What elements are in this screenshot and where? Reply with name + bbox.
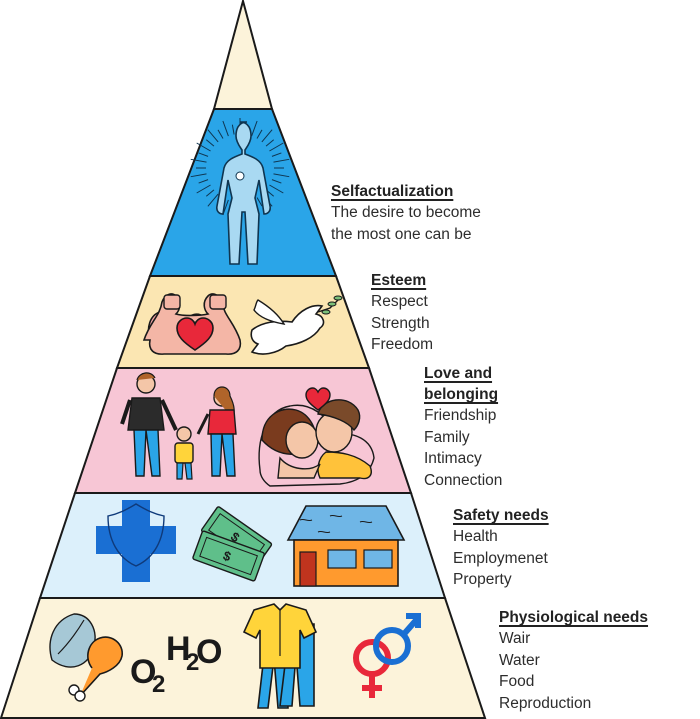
level-title: Physiological needs — [499, 609, 649, 626]
formula-o: O — [130, 653, 156, 691]
level-item: Property — [453, 571, 512, 588]
level-item: Strength — [371, 314, 430, 332]
ray-line — [205, 189, 215, 197]
level-item: The desire to become — [331, 204, 481, 221]
money-stack-icon: $ $ — [192, 506, 273, 582]
ray-line — [269, 184, 284, 194]
clothes-icon — [242, 603, 318, 709]
level-item: Friendship — [424, 407, 497, 424]
pyramid-apex — [212, 0, 274, 110]
food-icon — [49, 613, 123, 702]
ray-line — [222, 120, 229, 137]
ray-line — [271, 152, 282, 157]
level-title: Esteem — [371, 272, 427, 289]
level-item: Reproduction — [499, 694, 592, 712]
embracing-couple-icon — [258, 387, 375, 487]
level-item: Freedom — [371, 336, 434, 353]
level-title: Selfactualization — [331, 183, 454, 200]
label-safety: Safety needs Health Employmenet Property — [453, 505, 549, 591]
level-title: Safety needs — [453, 507, 549, 524]
ray-line — [273, 158, 290, 163]
ray-line — [251, 120, 258, 137]
ray-line — [196, 142, 211, 152]
level-item: Food — [499, 673, 535, 690]
level-item: the most one can be — [331, 225, 472, 243]
ray-line — [196, 184, 211, 194]
ray-line — [217, 129, 224, 139]
level-title: Love and belonging — [424, 365, 499, 403]
ray-line — [198, 152, 209, 157]
ray-line — [271, 179, 282, 184]
gender-symbols-icon — [353, 613, 421, 698]
formula-o-subscript: 2 — [152, 671, 165, 698]
ray-line — [190, 158, 207, 163]
level-item: Family — [424, 428, 470, 446]
level-item: Intimacy — [424, 450, 482, 467]
ray-line — [261, 129, 273, 143]
level-item: Health — [453, 528, 498, 545]
label-love-belonging: Love and belonging Friendship Family Int… — [424, 363, 509, 491]
level-item: Respect — [371, 293, 428, 310]
ray-line — [198, 179, 209, 184]
ray-line — [207, 129, 219, 143]
medical-cross-icon — [96, 500, 176, 582]
ray-line — [265, 139, 275, 147]
dove-icon — [250, 295, 343, 355]
label-selfactualization: Selfactualization The desire to become t… — [331, 181, 481, 245]
label-esteem: Esteem Respect Strength Freedom — [371, 270, 433, 356]
ray-line — [207, 193, 219, 207]
ray-line — [190, 173, 207, 178]
ray-line — [269, 142, 284, 152]
formula-h-subscript: 2 — [186, 649, 199, 676]
ray-line — [205, 139, 215, 147]
ray-line — [231, 124, 235, 135]
ray-line — [273, 173, 290, 178]
family-icon — [120, 372, 237, 480]
flexed-arms-heart-icon — [142, 293, 242, 355]
o2-h2o-formula-icon: O 2 H 2 O — [130, 630, 222, 698]
ray-line — [256, 129, 263, 139]
house-icon — [286, 505, 406, 587]
level-item: Connection — [424, 471, 503, 489]
label-physiological: Physiological needs Wair Water Food Repr… — [499, 607, 648, 714]
radiant-human-icon — [190, 118, 290, 265]
level-item: Wair — [499, 630, 531, 647]
ray-line — [256, 197, 263, 207]
level-item: Employmenet — [453, 549, 548, 567]
formula-ho: O — [196, 633, 222, 671]
formula-h: H — [166, 630, 191, 668]
level-item: Water — [499, 651, 540, 669]
